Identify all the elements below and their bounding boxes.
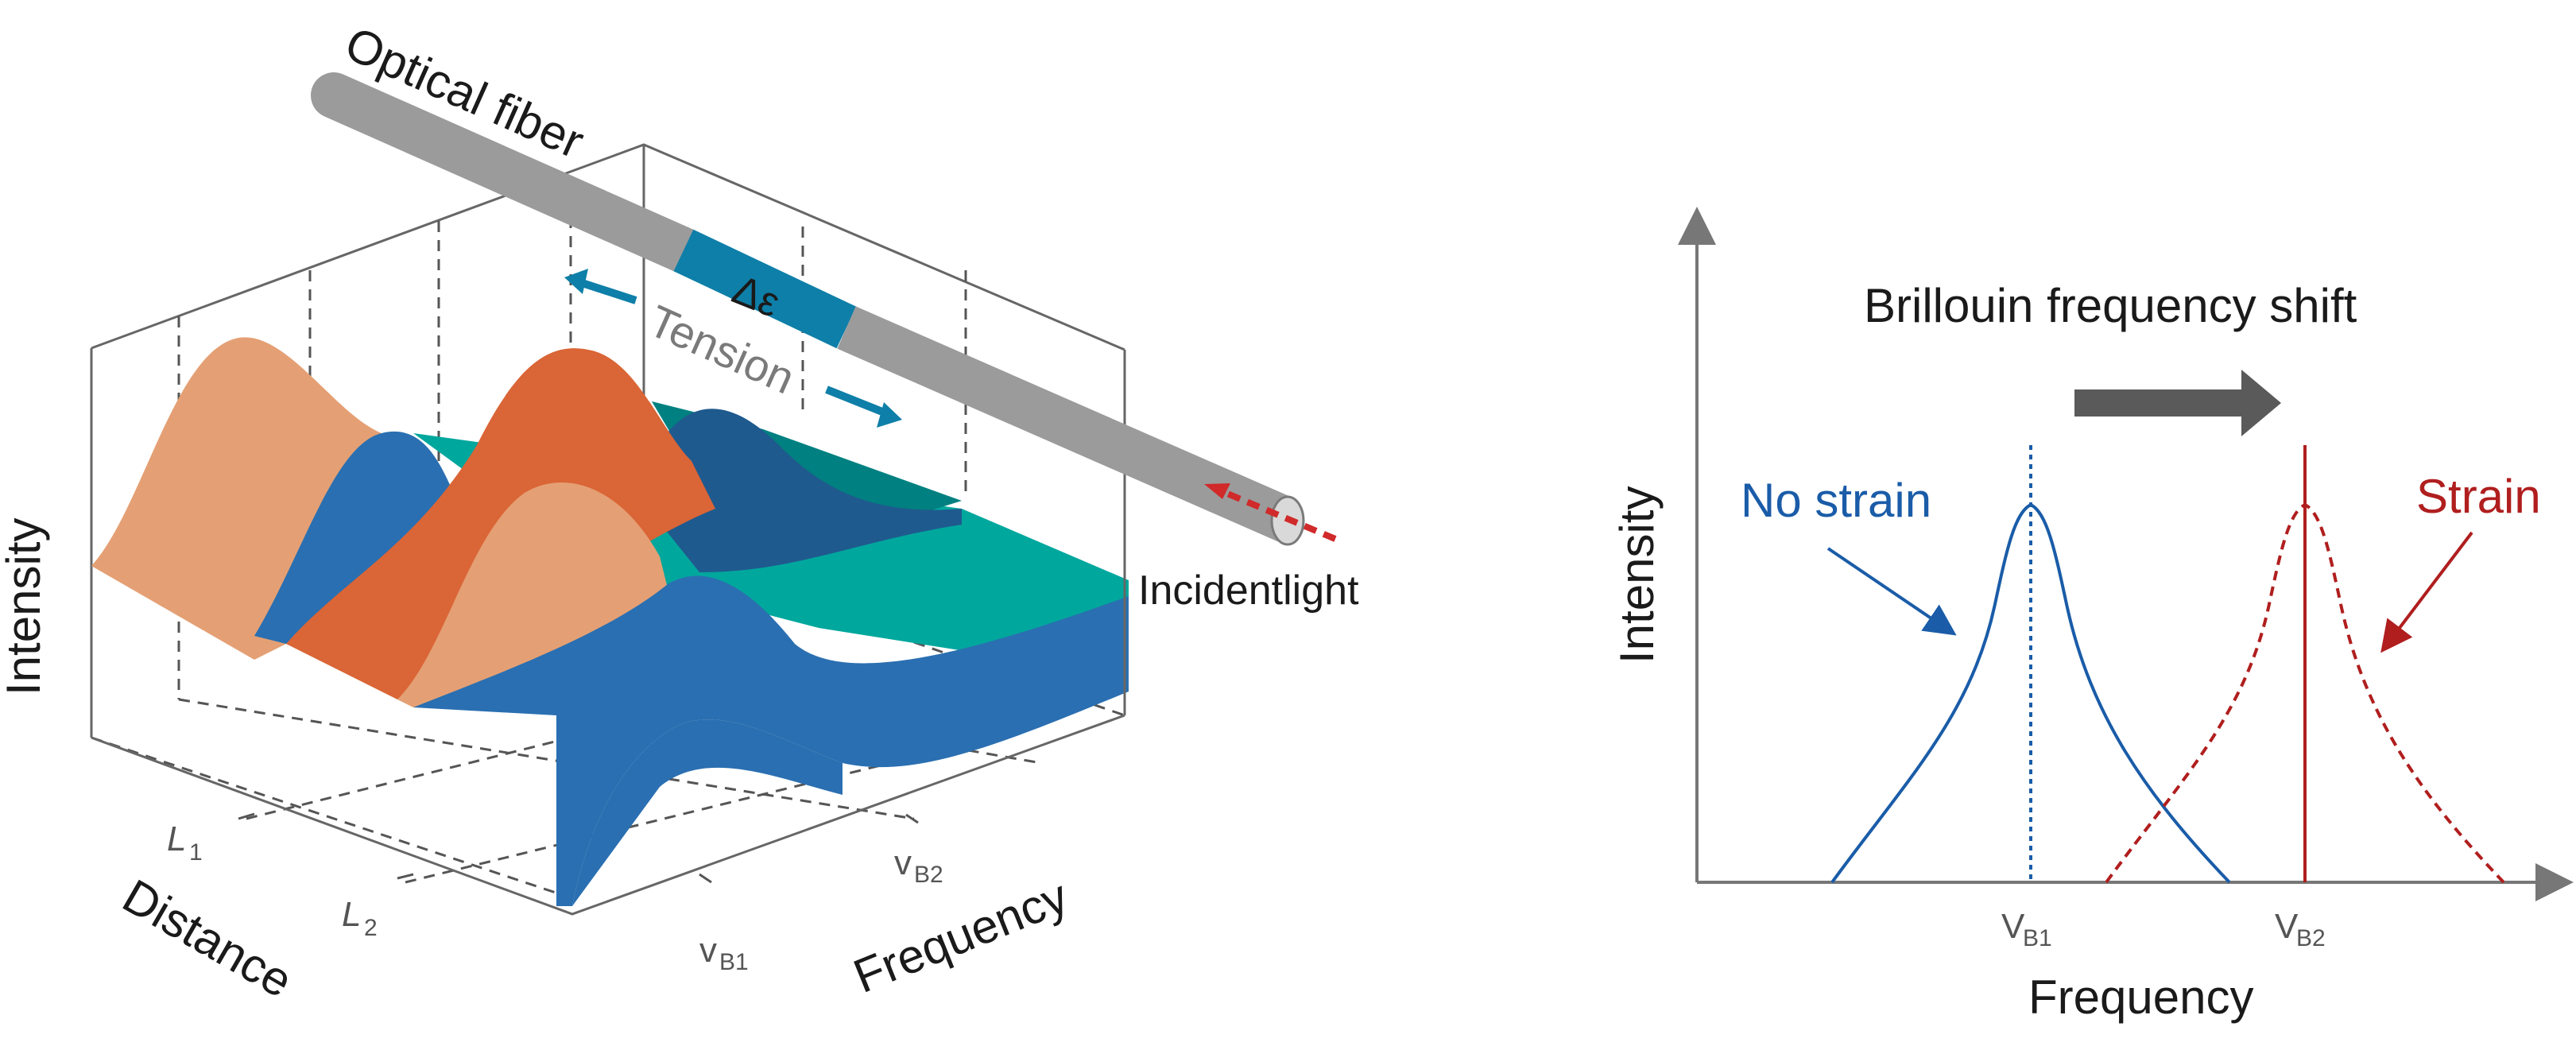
tick-label-vb2-right: V B2 [2275, 907, 2326, 951]
peak-orange-light-front [397, 482, 668, 707]
fiber-segment-1 [311, 72, 707, 273]
incident-light-label: Incidentlight [1138, 568, 1359, 614]
right-panel-spectrum: Brillouin frequency shift No strain Stra… [1610, 207, 2574, 1024]
svg-text:L: L [167, 819, 186, 858]
tension-arrow-right [825, 386, 888, 417]
peak-blue-front-side [572, 719, 843, 906]
peak-orange-light-back [91, 337, 413, 660]
svg-text:v: v [699, 931, 717, 970]
pointer-strain [2380, 531, 2473, 653]
peak-blue-left [254, 431, 461, 644]
peak-blue-back [636, 409, 962, 572]
axis-label-intensity-left: Intensity [0, 518, 50, 695]
label-no-strain: No strain [1741, 474, 1931, 527]
axis-label-distance: Distance [114, 869, 302, 1008]
tick-label-l1: L 1 [167, 819, 203, 866]
svg-text:2: 2 [364, 915, 378, 941]
box-frame-front [91, 350, 1126, 916]
axis-label-intensity-right: Intensity [1610, 486, 1664, 664]
peak-blue-front [413, 575, 1129, 906]
tension-arrows [564, 269, 902, 428]
pointer-no-strain [1826, 547, 1957, 636]
svg-text:B2: B2 [2296, 925, 2326, 951]
svg-text:B1: B1 [719, 949, 749, 975]
svg-text:L: L [342, 895, 361, 934]
svg-text:B1: B1 [2023, 925, 2052, 951]
axis-ticks [238, 812, 919, 884]
tick-label-l2: L 2 [342, 895, 378, 941]
svg-text:V: V [2001, 907, 2025, 946]
svg-text:1: 1 [189, 839, 203, 866]
svg-text:V: V [2275, 907, 2299, 946]
tick-label-vb2-left: v B2 [894, 843, 943, 888]
tick-label-vb1-right: V B1 [2001, 907, 2052, 951]
shift-arrow [2074, 370, 2281, 436]
axis-label-frequency-left: Frequency [846, 870, 1075, 1003]
tick-label-vb1-left: v B1 [699, 931, 749, 975]
fiber-segment-strained [673, 229, 857, 349]
axis-label-frequency-right: Frequency [2028, 971, 2253, 1024]
incident-light-arrow [1204, 483, 1337, 542]
svg-text:v: v [894, 843, 912, 882]
left-panel-3d: Optical fiber Δε Tension Incidentlight I… [0, 17, 1359, 1008]
shift-title: Brillouin frequency shift [1864, 279, 2357, 332]
label-strain: Strain [2416, 470, 2541, 523]
svg-text:B2: B2 [914, 862, 943, 888]
